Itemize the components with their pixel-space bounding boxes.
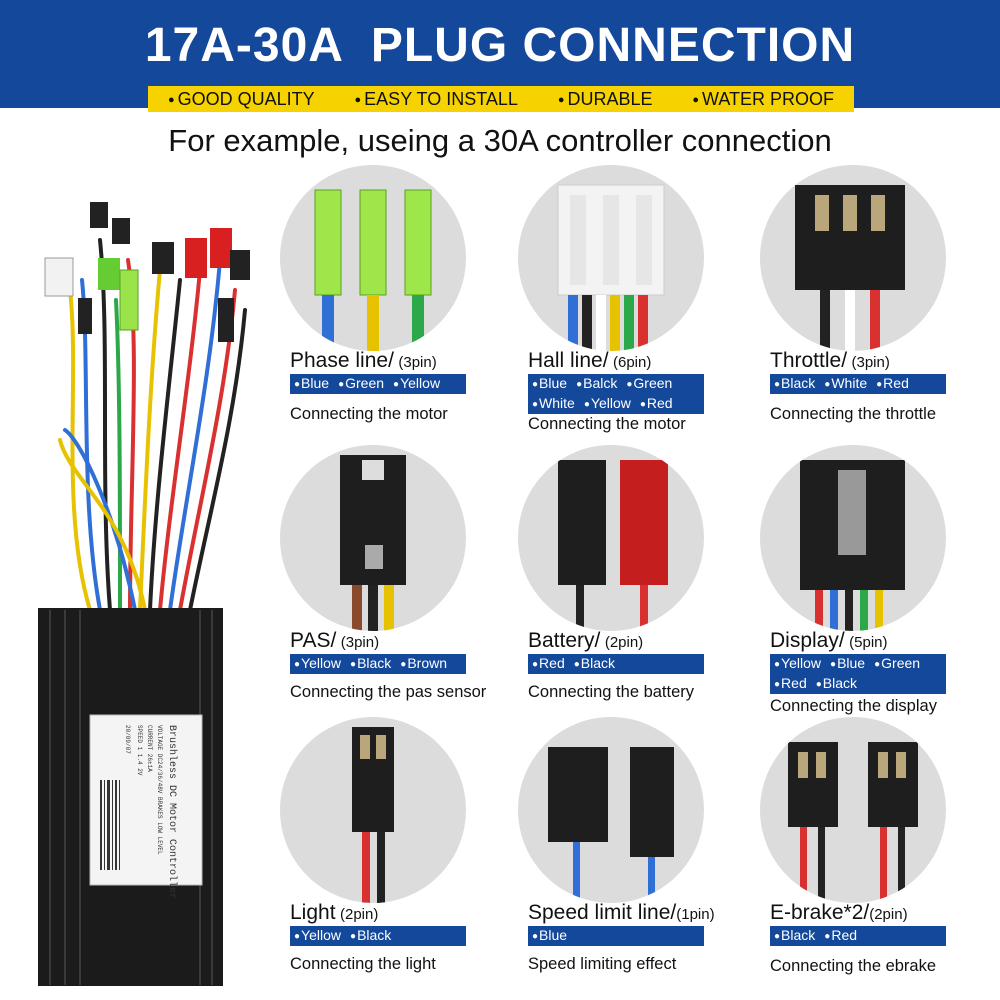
controller-image: Brushless DC Motor Controller VOLTAGE DC… <box>20 180 270 990</box>
connector-name: Speed limit line/ <box>528 901 677 924</box>
wire-color: Yellow <box>774 655 821 671</box>
wire-color: White <box>532 395 575 411</box>
wire-color: Balck <box>576 375 617 391</box>
wire-color: Blue <box>830 655 865 671</box>
wire-color: Black <box>574 655 615 671</box>
connector-name: Throttle/ <box>770 349 848 372</box>
e-brake-plug-image <box>760 717 946 903</box>
wire-color: Red <box>824 927 857 943</box>
feature-item: WATER PROOF <box>692 89 834 110</box>
controller-label-line5: 20/09/07 <box>124 725 131 754</box>
wire-color: Black <box>350 927 391 943</box>
subtitle: For example, useing a 30A controller con… <box>168 123 832 158</box>
wire-color: Black <box>774 375 815 391</box>
wire-color: Yellow <box>584 395 631 411</box>
controller-label-line4: SPEED 1 1.4 2V <box>136 725 143 776</box>
wire-color: Red <box>774 675 807 691</box>
wire-color: Black <box>350 655 391 671</box>
controller-label-line2: VOLTAGE DC24/36/48V BRAKES LOW LEVEL <box>156 725 163 855</box>
feature-item: GOOD QUALITY <box>168 89 315 110</box>
light-plug-image <box>280 717 466 903</box>
connector-name: Display/ <box>770 629 845 652</box>
wire-colors: Yellow Blue Green Red Black <box>770 654 946 694</box>
controller-label-line3: CURRENT 26±1A <box>146 725 153 772</box>
connector-name: Phase line/ <box>290 349 394 372</box>
connector-pin: (3pin) <box>340 634 380 651</box>
throttle-plug-image <box>760 165 946 351</box>
wire-colors: Blue <box>528 926 704 946</box>
wire-color: Green <box>626 375 672 391</box>
connector-description: Connecting the pas sensor <box>290 683 487 701</box>
wire-colors: Yellow Black <box>290 926 466 946</box>
wire-color: Green <box>874 655 920 671</box>
wire-color: Red <box>876 375 909 391</box>
connector-name: Hall line/ <box>528 349 609 372</box>
battery-plug-image <box>518 445 704 631</box>
wire-color: Black <box>774 927 815 943</box>
wire-color: Green <box>338 375 384 391</box>
hall-line-plug-image <box>518 165 704 351</box>
wire-color: Yellow <box>393 375 440 391</box>
connector-name: Light <box>290 901 336 924</box>
wire-colors: Black White Red <box>770 374 946 394</box>
connector-pin: (2pin) <box>604 634 644 651</box>
wire-colors: Black Red <box>770 926 946 946</box>
connector-pin: (2pin) <box>869 906 908 923</box>
wire-colors: Red Black <box>528 654 704 674</box>
page-title: 17A-30A PLUG CONNECTION <box>144 19 856 72</box>
connector-name: PAS/ <box>290 629 337 652</box>
wire-color: White <box>824 375 867 391</box>
wire-colors: Blue Green Yellow <box>290 374 466 394</box>
wire-color: Red <box>532 655 565 671</box>
connector-description: Connecting the motor <box>528 415 686 433</box>
connector-name: E-brake*2/ <box>770 901 870 924</box>
connector-pin: (6pin) <box>613 354 652 371</box>
connector-pin: (2pin) <box>340 906 379 923</box>
wire-color: Blue <box>532 927 567 943</box>
wire-color: Red <box>640 395 673 411</box>
speed-limit-plug-image <box>518 717 704 903</box>
connector-description: Speed limiting effect <box>528 955 677 973</box>
connector-description: Connecting the display <box>770 697 937 715</box>
phase-line-plug-image <box>280 165 466 351</box>
display-plug-image <box>760 445 946 631</box>
controller-label-line1: Brushless DC Motor Controller <box>166 725 178 899</box>
wire-color: Yellow <box>294 655 341 671</box>
pas-plug-image <box>280 445 466 631</box>
feature-item: DURABLE <box>558 89 652 110</box>
connector-description: Connecting the motor <box>290 405 448 423</box>
connector-name: Battery/ <box>528 629 601 652</box>
connector-description: Connecting the throttle <box>770 405 937 423</box>
connector-pin: (3pin) <box>851 354 890 371</box>
connector-pin: (1pin) <box>676 906 715 923</box>
wire-color: Blue <box>294 375 329 391</box>
connector-description: Connecting the battery <box>528 683 695 701</box>
connector-description: Connecting the ebrake <box>770 957 937 975</box>
connector-description: Connecting the light <box>290 955 436 973</box>
feature-item: EASY TO INSTALL <box>355 89 518 110</box>
connector-pin: (5pin) <box>849 634 888 651</box>
wire-colors: Blue Balck Green White Yellow Red <box>528 374 704 414</box>
wire-color: Black <box>816 675 857 691</box>
wire-colors: Yellow Black Brown <box>290 654 466 674</box>
features-bar: GOOD QUALITY EASY TO INSTALL DURABLE WAT… <box>148 86 854 112</box>
wire-color: Blue <box>532 375 567 391</box>
wire-color: Brown <box>400 655 447 671</box>
wire-color: Yellow <box>294 927 341 943</box>
connector-pin: (3pin) <box>398 354 437 371</box>
